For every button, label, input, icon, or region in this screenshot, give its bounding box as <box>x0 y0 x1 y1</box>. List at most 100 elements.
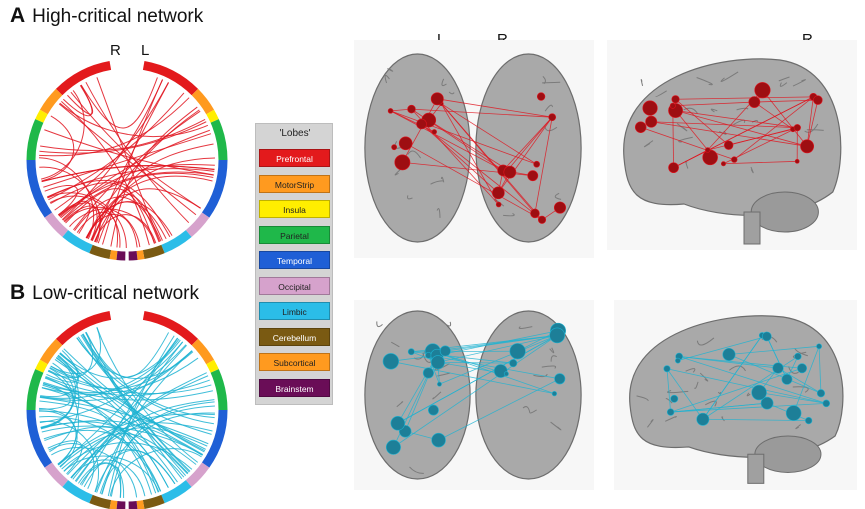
sulcus <box>794 348 808 357</box>
connection-line <box>58 103 197 216</box>
connection-line <box>59 353 206 450</box>
brain-node <box>702 149 718 166</box>
connection-line <box>61 79 164 220</box>
connection-line <box>40 350 79 398</box>
ring-segment <box>26 159 53 218</box>
sulcus <box>655 90 667 98</box>
ring-segment <box>210 369 228 411</box>
panel-a-letter: A <box>10 4 26 27</box>
brain-node <box>549 327 565 344</box>
connection-line <box>45 376 210 396</box>
brain-edge <box>675 98 729 146</box>
connection-line <box>49 195 121 248</box>
lateral-brain <box>629 315 844 484</box>
brain-node <box>398 136 413 151</box>
brain-edge <box>766 336 788 380</box>
legend-item-brainstem: Brainstem <box>259 378 330 397</box>
sulcus <box>396 401 404 408</box>
sulcus <box>683 107 698 114</box>
brain-node <box>390 416 406 431</box>
ring-segment <box>206 109 219 123</box>
connection-line <box>39 97 190 157</box>
connection-line <box>50 182 160 243</box>
brain-node <box>533 160 540 168</box>
brain-edge <box>421 123 543 221</box>
brain-edge <box>640 126 735 160</box>
connection-line <box>70 427 208 479</box>
brain-node <box>430 355 445 370</box>
ring-segment <box>161 230 192 254</box>
legend-item-parietal: Parietal <box>259 225 330 244</box>
sulcus <box>503 212 515 217</box>
connection-line <box>43 429 162 492</box>
ring-segment <box>44 212 69 237</box>
sulcus <box>644 140 654 148</box>
sulcus <box>647 419 654 428</box>
connection-line <box>43 381 213 401</box>
connection-line <box>70 91 201 209</box>
lateral-brain <box>623 58 842 245</box>
brain-edge <box>438 378 560 441</box>
brain-edge <box>405 142 543 221</box>
connection-line <box>62 172 214 221</box>
connection-line <box>86 175 213 239</box>
connection-line <box>40 90 85 180</box>
brain-node <box>394 154 411 171</box>
brain-node <box>503 165 517 179</box>
brain-node <box>675 357 681 364</box>
brain-node <box>437 381 442 387</box>
brain-edge <box>432 350 555 394</box>
sulcus <box>736 107 749 111</box>
brain-edge <box>439 335 558 385</box>
brain-node <box>794 158 800 164</box>
brain-node <box>663 365 671 373</box>
sulcus <box>665 398 673 404</box>
connection-line <box>102 79 163 245</box>
connection-line <box>39 166 101 243</box>
brain-node <box>761 331 772 342</box>
sulcus <box>544 126 558 132</box>
brain-edge <box>675 110 798 129</box>
connection-line <box>96 350 193 493</box>
brain-edge <box>754 99 818 103</box>
connection-line <box>59 432 188 475</box>
brain-node <box>527 170 539 182</box>
connection-line <box>51 447 138 498</box>
cortex <box>629 315 844 458</box>
brain-node <box>797 363 808 374</box>
brain-lateral-right-label: R <box>802 31 813 48</box>
connection-line <box>85 81 190 224</box>
sulcus <box>778 76 790 82</box>
circle-left-label: L <box>141 42 150 59</box>
ring-segment <box>136 250 145 260</box>
ring-segment <box>210 119 228 161</box>
sulcus <box>437 372 451 377</box>
left-hemisphere <box>364 310 471 480</box>
brain-node <box>642 100 658 116</box>
brain-node <box>416 118 427 130</box>
connection-line <box>107 335 175 497</box>
brain-node <box>805 416 813 425</box>
sulcus <box>518 326 533 329</box>
brain-node <box>813 95 823 105</box>
brain-edge <box>534 117 553 214</box>
brain-edge <box>666 368 672 413</box>
connection-line <box>80 77 158 129</box>
brain-node <box>548 113 557 122</box>
connection-line <box>44 184 79 216</box>
brain-node <box>431 129 437 135</box>
sulcus <box>792 79 806 87</box>
axial-brain <box>364 310 582 480</box>
brain-edge <box>670 402 827 413</box>
brain-edge <box>818 346 822 394</box>
connection-line <box>83 449 176 488</box>
brain-node <box>754 82 771 99</box>
legend-item-limbic: Limbic <box>259 302 330 320</box>
brain-node <box>509 343 526 360</box>
sulcus <box>542 75 546 85</box>
brain-edge <box>390 110 537 165</box>
brain-node <box>748 96 761 108</box>
brain-edge <box>502 116 553 171</box>
brain-edge <box>675 110 808 147</box>
sulcus <box>549 347 555 354</box>
